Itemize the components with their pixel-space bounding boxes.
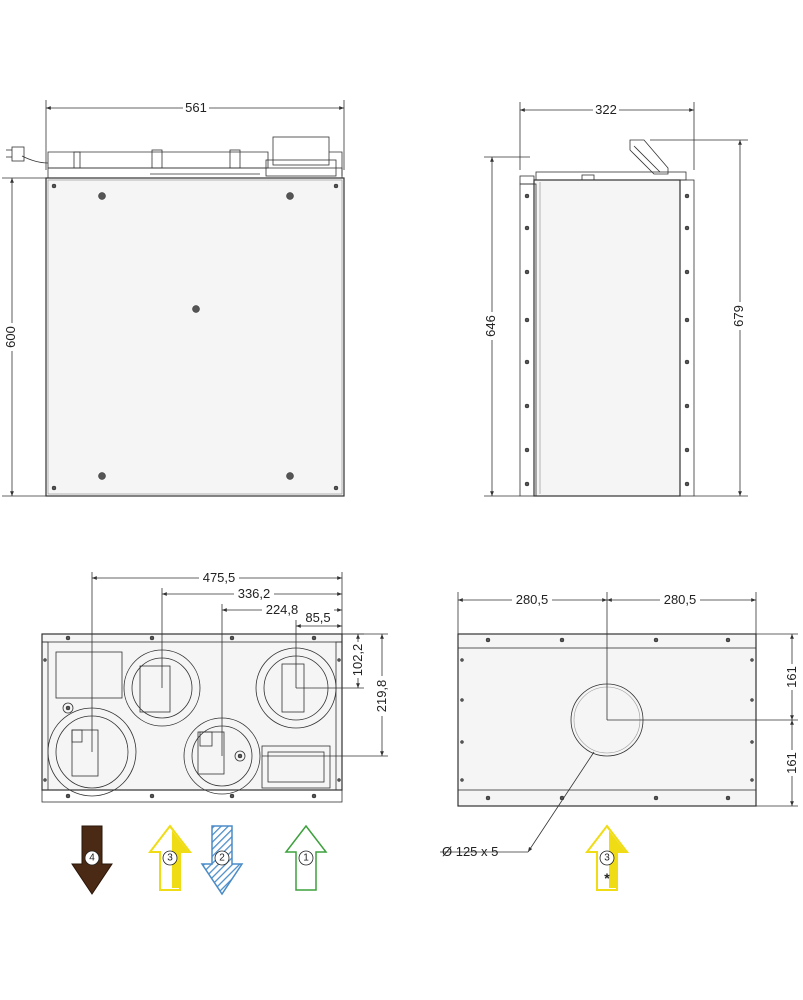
flow-arrow-4-number: 4: [89, 853, 95, 864]
dim-width-561: 561: [45, 100, 345, 170]
side-body: [533, 179, 681, 497]
top-view: 475,5 336,2 224,8 85,5 102,2: [41, 570, 391, 803]
top-dimensions: 475,5 336,2 224,8 85,5 102,2: [91, 570, 391, 757]
dim-219-label: 219,8: [374, 680, 389, 713]
front-screws: [51, 183, 339, 491]
front-top-details: [47, 136, 343, 179]
flow-arrow-3-star: 3 *: [584, 824, 630, 891]
back-dim-lower-label: 161: [784, 752, 799, 774]
filter-box: [261, 745, 331, 789]
front-width-label: 561: [185, 100, 207, 115]
top-screws: [43, 635, 341, 799]
flow-arrow-3-star-mark: *: [604, 870, 610, 886]
back-dimensions: 280,5 280,5 161 161 Ø 125 x 5: [440, 592, 801, 859]
flow-arrow-3-number: 3: [167, 853, 173, 864]
dim-336-label: 336,2: [238, 586, 271, 601]
back-screws: [460, 637, 754, 801]
front-body: [45, 177, 345, 497]
side-top-details: [519, 139, 687, 185]
dim-height-600: 600: [2, 177, 46, 497]
flow-arrows: 4 3 2 1 3 *: [71, 824, 630, 896]
dim-224-label: 224,8: [266, 602, 299, 617]
flow-arrow-1: 1: [284, 824, 328, 891]
flow-arrow-2-number: 2: [219, 853, 225, 864]
side-screws: [524, 193, 690, 487]
dim-side-height-679: 679: [650, 139, 748, 497]
dim-side-width-322: 322: [519, 102, 695, 170]
dim-85-label: 85,5: [305, 610, 330, 625]
flow-arrow-2: 2: [200, 825, 244, 896]
side-view: 322 646 679: [483, 102, 748, 497]
front-height-label: 600: [3, 326, 18, 348]
flow-arrow-3-star-number: 3: [604, 853, 610, 864]
dim-102-label: 102,2: [350, 644, 365, 677]
side-total-height-label: 679: [731, 305, 746, 327]
dim-475-label: 475,5: [203, 570, 236, 585]
flow-arrow-4: 4: [71, 825, 113, 895]
side-body-height-label: 646: [483, 315, 498, 337]
front-view: 561 600: [2, 100, 345, 497]
control-panel: [55, 651, 123, 699]
back-dim-upper-label: 161: [784, 666, 799, 688]
back-view: 280,5 280,5 161 161 Ø 125 x 5: [440, 592, 801, 859]
flow-arrow-3: 3: [147, 824, 193, 891]
side-width-label: 322: [595, 102, 617, 117]
back-dim-left-label: 280,5: [516, 592, 549, 607]
dim-side-height-646: 646: [483, 156, 530, 497]
flow-arrow-1-number: 1: [303, 853, 309, 864]
back-dim-right-label: 280,5: [664, 592, 697, 607]
back-diameter-label: Ø 125 x 5: [442, 844, 498, 859]
power-plug-icon: [6, 146, 49, 164]
